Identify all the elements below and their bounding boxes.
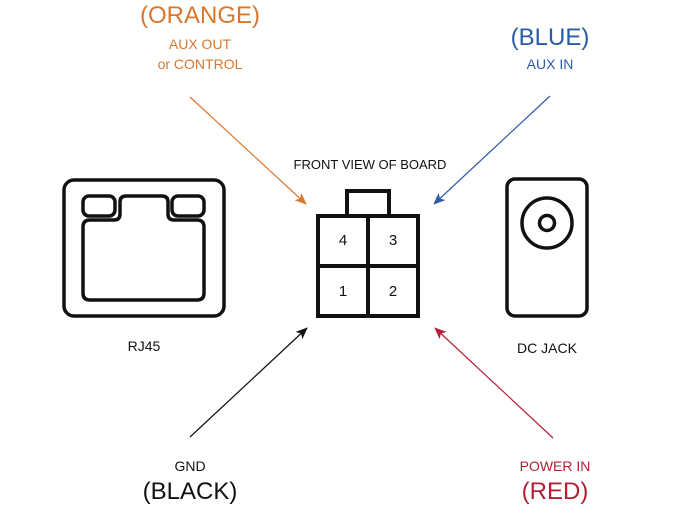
orange-wire-function-line1: AUX OUT [168,36,232,52]
black-wire-function-label: GND [174,458,206,474]
ethernet-port-icon [62,178,226,318]
red-wire-color-label: (RED) [521,478,589,505]
pin-3-label: 3 [388,232,398,249]
black-wire-arrow [189,327,308,438]
orange-wire-function-line2: or CONTROL [157,56,243,72]
pin-2-label: 2 [388,283,398,300]
blue-wire-arrow [433,95,551,205]
black-wire-color-label: (BLACK) [142,478,238,505]
orange-wire-arrow [189,96,307,205]
pin-1-label: 1 [338,283,348,300]
rj45-label: RJ45 [127,338,161,354]
dc-jack-label: DC JACK [517,340,577,356]
blue-wire-function-label: AUX IN [526,56,574,72]
orange-wire-color-label: (ORANGE) [140,2,260,29]
pin-4-label: 4 [338,232,348,249]
connector-front-view [316,189,420,318]
red-wire-function-label: POWER IN [519,458,591,474]
blue-wire-color-label: (BLUE) [510,24,590,51]
dc-jack-icon [505,177,589,318]
red-wire-arrow [434,327,554,439]
board-view-title: FRONT VIEW OF BOARD [293,157,447,172]
connector-latch [345,189,391,218]
